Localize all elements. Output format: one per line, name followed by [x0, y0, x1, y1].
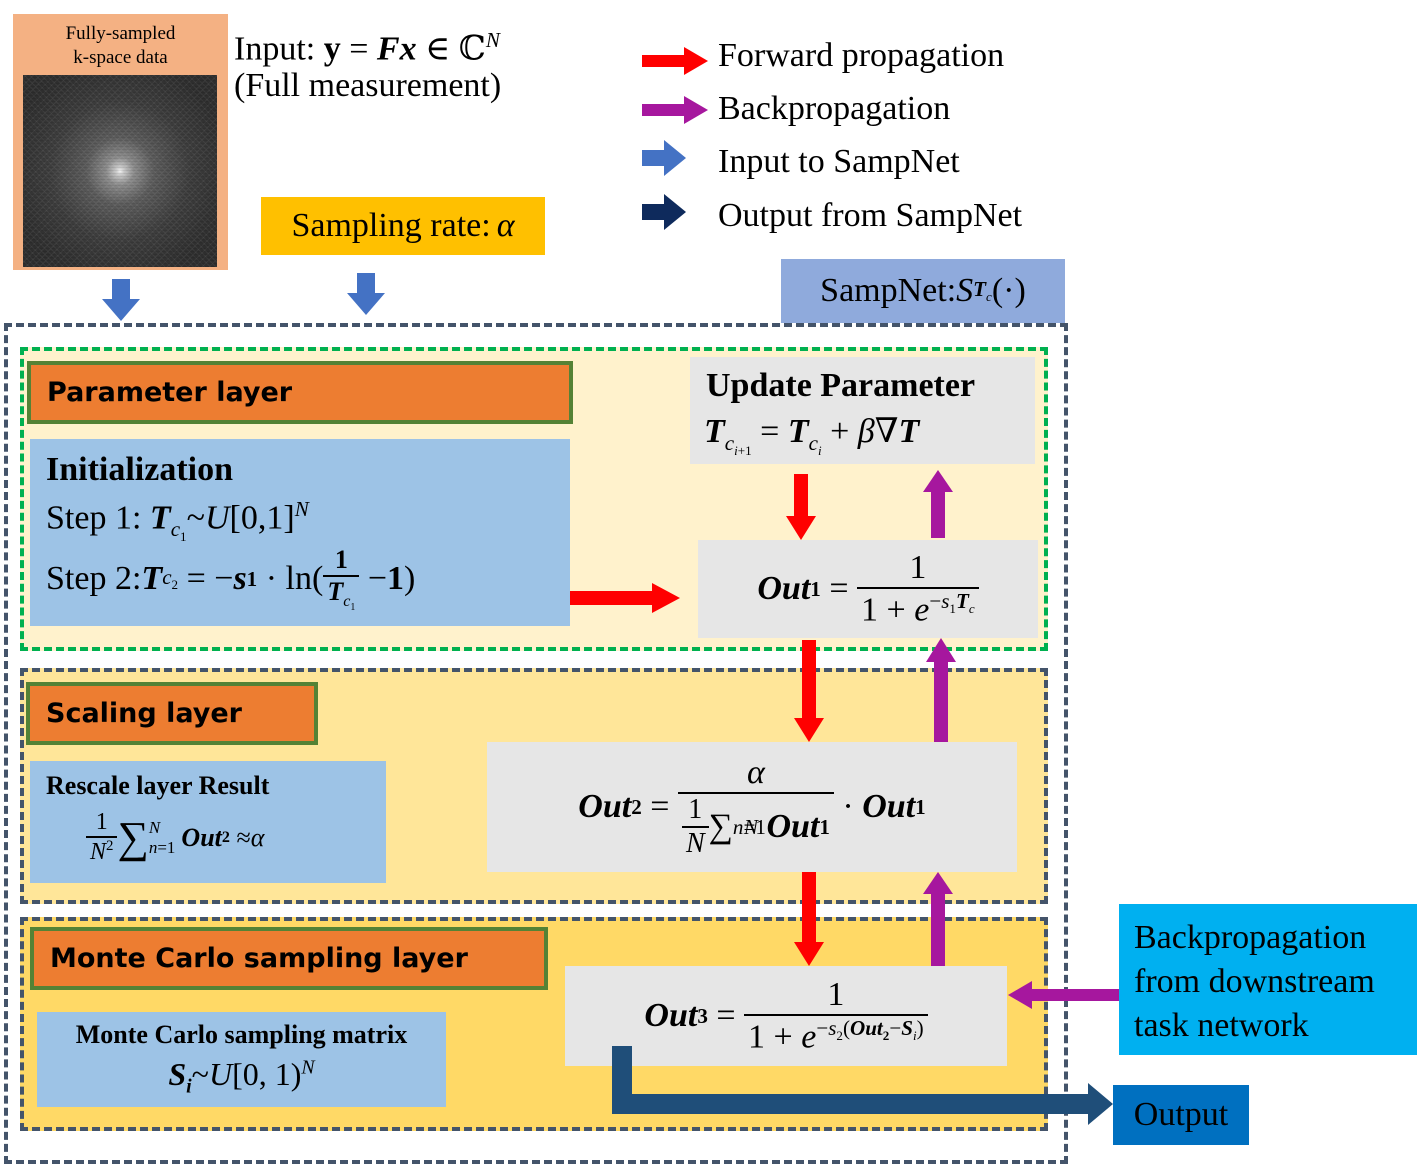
monte-carlo-layer-title: Monte Carlo sampling layer	[30, 927, 548, 990]
monte-carlo-matrix-box: Monte Carlo sampling matrix Si~U[0, 1)N	[37, 1012, 446, 1107]
legend-output-label: Output from SampNet	[718, 197, 1023, 234]
legend-input-label: Input to SampNet	[718, 143, 960, 180]
input-equation: Input: y = Fx ∈ ℂN	[234, 28, 500, 68]
back-arrow-downstream-to-out3	[1008, 981, 1119, 1009]
scaling-layer-title: Scaling layer	[26, 682, 318, 745]
navy-arrow-icon	[642, 194, 686, 230]
output-arrow-out3-to-output	[612, 1046, 1113, 1125]
legend-forward-label: Forward propagation	[718, 37, 1005, 74]
back-arrow-out2-to-out1	[926, 638, 956, 742]
downstream-backprop-box: Backpropagation from downstream task net…	[1119, 904, 1417, 1055]
rescale-result-title: Rescale layer Result	[46, 771, 270, 800]
update-parameter-title: Update Parameter	[706, 367, 976, 404]
parameter-layer-title: Parameter layer	[27, 361, 573, 424]
kspace-card: Fully-sampled k-space data	[13, 14, 228, 270]
update-parameter-box: Update Parameter Tci+1 = Tci + β∇T	[690, 357, 1035, 464]
input-arrow-kspace	[102, 279, 140, 321]
monte-carlo-matrix-title: Monte Carlo sampling matrix	[75, 1020, 408, 1049]
kspace-image	[23, 75, 217, 267]
sampnet-container	[4, 323, 1068, 1164]
input-arrow-rate	[347, 273, 385, 315]
sampling-rate-box: Sampling rate: α	[261, 197, 545, 255]
forward-arrow-out2-to-out3	[794, 872, 824, 966]
legend: Forward propagation Backpropagation Inpu…	[640, 36, 1080, 246]
forward-arrow-update-to-out1	[786, 474, 816, 540]
kspace-caption: Fully-sampled k-space data	[65, 23, 176, 68]
input-caption: (Full measurement)	[234, 67, 502, 104]
back-arrow-out1-to-update	[923, 470, 953, 538]
monte-carlo-matrix-formula: Si~U[0, 1)N	[168, 1056, 315, 1098]
forward-arrow-out1-to-out2	[794, 640, 824, 742]
initialization-box: Initialization Step 1: Tc1~U[0,1]N Step …	[30, 439, 570, 626]
update-parameter-formula: Tci+1 = Tci + β∇T	[704, 413, 920, 458]
initialization-title: Initialization	[46, 451, 234, 488]
blue-arrow-icon	[642, 140, 686, 176]
red-arrow-icon	[642, 47, 708, 75]
init-step1: Step 1: Tc1~U[0,1]N	[46, 497, 309, 545]
back-arrow-out3-to-out2	[923, 872, 953, 966]
forward-arrow-init-to-out1	[570, 583, 680, 613]
purple-arrow-icon	[642, 96, 708, 124]
output-box: Output	[1113, 1085, 1249, 1145]
legend-back-label: Backpropagation	[718, 90, 951, 127]
